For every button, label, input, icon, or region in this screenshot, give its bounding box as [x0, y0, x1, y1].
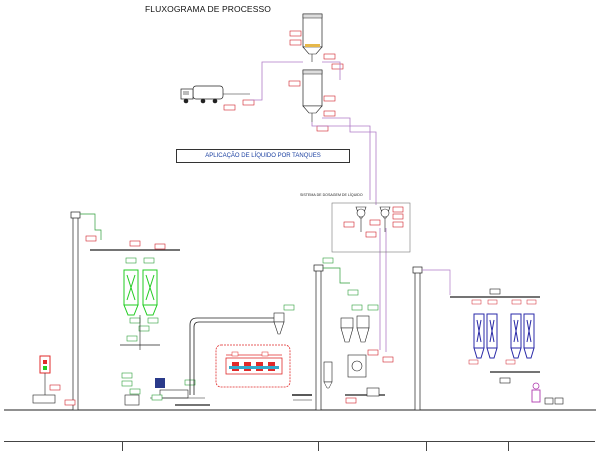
title-block-cell	[508, 442, 596, 451]
title-block-cell	[122, 442, 319, 451]
control-panel	[32, 355, 76, 406]
title-block-cell	[318, 442, 427, 451]
tank-application-label: APLICAÇÃO DE LÍQUIDO POR TANQUES	[176, 149, 350, 163]
cooler-cyclones	[340, 289, 394, 404]
bagging-unit	[531, 382, 564, 405]
blue-bins	[473, 313, 535, 359]
middle-elevator	[313, 257, 350, 411]
tanker-truck-icon	[180, 85, 250, 104]
blue-bin-tags	[468, 299, 537, 365]
silo-tags	[223, 30, 344, 132]
conveyor-icon	[189, 317, 280, 395]
diagram-title: FLUXOGRAMA DE PROCESSO	[145, 4, 271, 14]
dosing-system-label: SISTEMA DE DOSAGEM DE LÍQUIDO	[300, 193, 363, 197]
cyclone-icon	[273, 304, 295, 335]
right-elevator	[412, 266, 540, 411]
title-block-cell	[426, 442, 509, 451]
left-elevator	[70, 211, 180, 411]
green-bins	[123, 269, 158, 316]
pellet-mill-group	[215, 344, 312, 401]
lower-silo	[302, 69, 323, 122]
green-bin-tags	[121, 257, 159, 395]
dosing-system	[331, 202, 411, 253]
title-block	[4, 441, 595, 451]
upper-silo	[302, 13, 323, 62]
liquid-lines	[250, 61, 387, 352]
